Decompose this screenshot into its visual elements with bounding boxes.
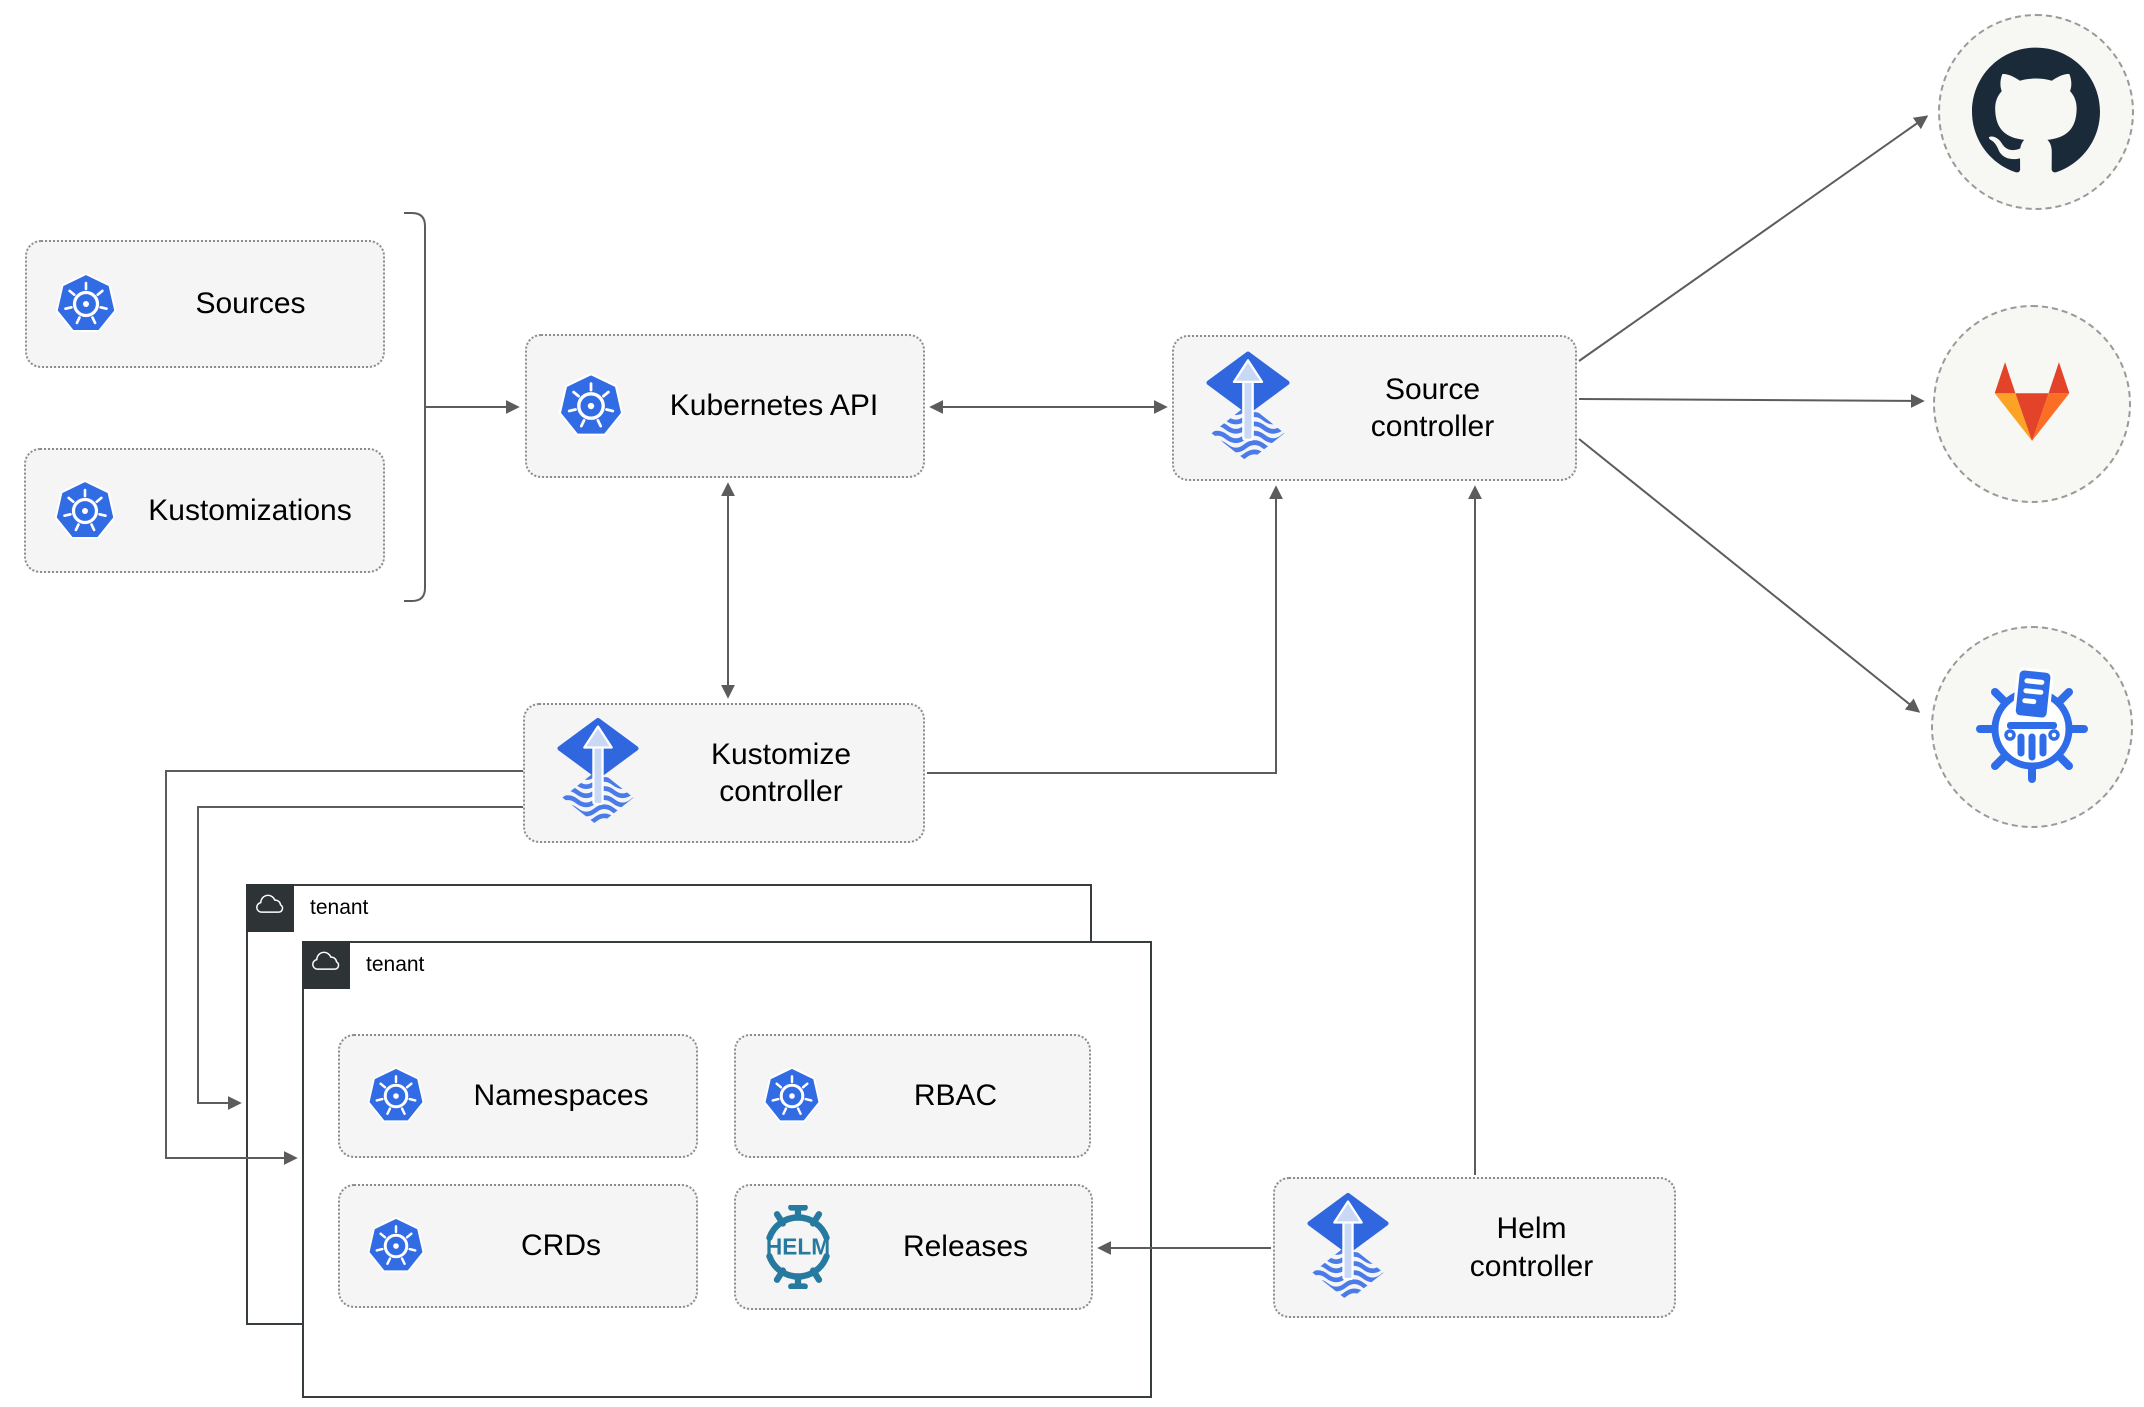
kubernetes-icon <box>54 272 118 336</box>
kubernetes-icon <box>366 1066 426 1126</box>
external-gitlab <box>1933 305 2131 503</box>
helm-icon <box>756 1205 840 1289</box>
node-label: Source controller <box>1370 372 1495 444</box>
kubernetes-icon <box>366 1216 426 1276</box>
edge-source-controller-chart-repository <box>1578 438 1921 713</box>
github-icon <box>1972 46 2100 179</box>
node-kubernetes-api: Kubernetes API <box>525 334 925 478</box>
flux-icon <box>1307 1192 1389 1304</box>
node-rbac: RBAC <box>734 1034 1091 1158</box>
node-label: Kubernetes API <box>669 389 879 423</box>
edge-kustomize-to-source-controller <box>927 485 1283 774</box>
tenant-badge <box>246 884 294 932</box>
kubernetes-icon <box>762 1066 822 1126</box>
node-source-controller: Source controller <box>1172 335 1577 481</box>
node-releases: Releases <box>734 1184 1093 1310</box>
edge-source-controller-github <box>1578 115 1929 362</box>
node-label: RBAC <box>913 1079 998 1113</box>
external-github <box>1938 14 2134 210</box>
node-label: Releases <box>902 1230 1029 1264</box>
cloud-icon <box>254 894 286 922</box>
external-chart-repository <box>1931 626 2133 828</box>
edge-sources-group-bracket <box>404 212 426 602</box>
cloud-icon <box>310 951 342 979</box>
node-label: Kustomize controller <box>710 737 852 809</box>
node-kustomizations: Kustomizations <box>24 448 385 573</box>
gitlab-icon <box>1980 359 2084 449</box>
node-helm-controller: Helm controller <box>1273 1177 1676 1318</box>
node-crds: CRDs <box>338 1184 698 1308</box>
edge-source-controller-gitlab <box>1578 393 1925 408</box>
flux-icon <box>557 717 639 829</box>
flux-icon <box>1206 351 1290 465</box>
node-namespaces: Namespaces <box>338 1034 698 1158</box>
node-label: Kustomizations <box>148 493 352 527</box>
node-label: Helm controller <box>1469 1212 1594 1283</box>
node-label: Namespaces <box>473 1079 649 1113</box>
tenant-label: tenant <box>366 953 425 976</box>
chart-repository-icon <box>1972 665 2092 790</box>
node-sources: Sources <box>25 240 385 368</box>
tenant-badge <box>302 941 350 989</box>
kubernetes-icon <box>557 372 625 440</box>
node-kustomize-controller: Kustomize controller <box>523 703 925 843</box>
kubernetes-icon <box>53 479 117 543</box>
node-label: CRDs <box>521 1229 601 1263</box>
node-label: Sources <box>195 287 306 321</box>
tenant-label: tenant <box>310 896 369 919</box>
tenant-box-front: tenant <box>302 941 1152 1398</box>
